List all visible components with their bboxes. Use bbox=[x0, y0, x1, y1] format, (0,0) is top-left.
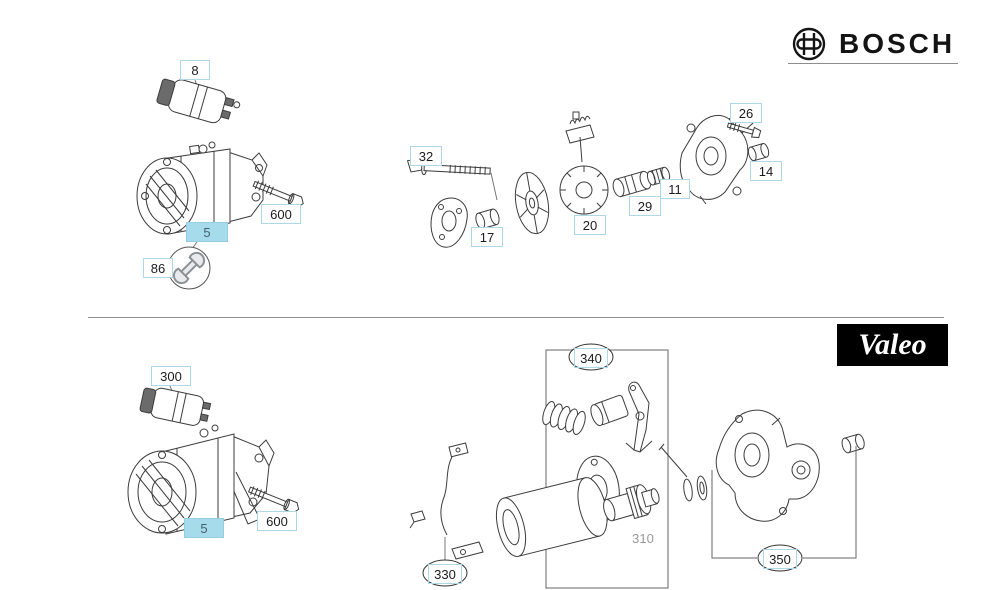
callout-600-bottom[interactable]: 600 bbox=[257, 511, 297, 531]
valeo-logo: Valeo bbox=[837, 324, 948, 366]
bosch-logo-text: BOSCH bbox=[839, 28, 956, 59]
callout-350[interactable]: 350 bbox=[763, 549, 797, 569]
starter-motor-valeo-drawing bbox=[127, 424, 275, 535]
spring-drawing bbox=[542, 401, 586, 435]
bolt-600-top-drawing bbox=[252, 180, 304, 208]
callout-29[interactable]: 29 bbox=[629, 196, 661, 216]
brush-holder-drawing bbox=[565, 111, 595, 163]
callout-ellipses bbox=[422, 343, 803, 587]
gasket-drawing bbox=[430, 197, 468, 248]
field-ring-20-drawing bbox=[559, 165, 609, 215]
plunger-drawing bbox=[590, 394, 629, 427]
pin-drawing bbox=[658, 443, 688, 478]
section-divider bbox=[88, 317, 944, 318]
washers-drawing bbox=[683, 475, 708, 502]
wrench-86-badge bbox=[167, 238, 211, 290]
bushing-17-drawing bbox=[475, 208, 500, 230]
callout-20[interactable]: 20 bbox=[574, 215, 606, 235]
callout-8[interactable]: 8 bbox=[180, 60, 210, 80]
bracket-330-drawing bbox=[409, 442, 484, 561]
rear-housing-drawing bbox=[715, 409, 820, 522]
drive-housing-drawing bbox=[679, 110, 754, 205]
group-350-lines bbox=[711, 446, 857, 559]
callout-600-top[interactable]: 600 bbox=[261, 204, 301, 224]
callout-330[interactable]: 330 bbox=[428, 564, 462, 584]
pinion-11-drawing bbox=[646, 166, 671, 186]
fan-drawing bbox=[514, 171, 550, 235]
drive-pinion-310-drawing bbox=[603, 484, 660, 522]
starter-motor-bosch-drawing bbox=[136, 141, 268, 235]
bushing-14-drawing bbox=[747, 142, 770, 162]
screw-26-drawing bbox=[726, 121, 762, 139]
solenoid-300-drawing bbox=[139, 385, 212, 426]
valeo-logo-text: Valeo bbox=[858, 328, 927, 361]
callout-340[interactable]: 340 bbox=[574, 348, 608, 368]
callout-310: 310 bbox=[632, 530, 654, 546]
callout-11[interactable]: 11 bbox=[660, 179, 690, 199]
bosch-section-rule bbox=[788, 63, 958, 64]
clutch-29-drawing bbox=[612, 170, 652, 198]
callout-32[interactable]: 32 bbox=[410, 146, 442, 166]
callout-14[interactable]: 14 bbox=[750, 161, 782, 181]
support-tube-drawing bbox=[495, 477, 608, 557]
bosch-armature-icon bbox=[792, 27, 826, 61]
callout-86[interactable]: 86 bbox=[143, 258, 173, 278]
solenoid-8-drawing bbox=[156, 78, 241, 124]
bushing-right-drawing bbox=[841, 433, 865, 454]
callout-26[interactable]: 26 bbox=[730, 103, 762, 123]
wrench-icon bbox=[172, 251, 206, 285]
callout-5-bottom[interactable]: 5 bbox=[184, 518, 224, 538]
callout-5-top[interactable]: 5 bbox=[186, 222, 228, 242]
callout-300[interactable]: 300 bbox=[151, 366, 191, 386]
fork-lever-drawing bbox=[625, 381, 653, 453]
bosch-logo: BOSCH bbox=[791, 26, 955, 62]
callout-17[interactable]: 17 bbox=[471, 227, 503, 247]
